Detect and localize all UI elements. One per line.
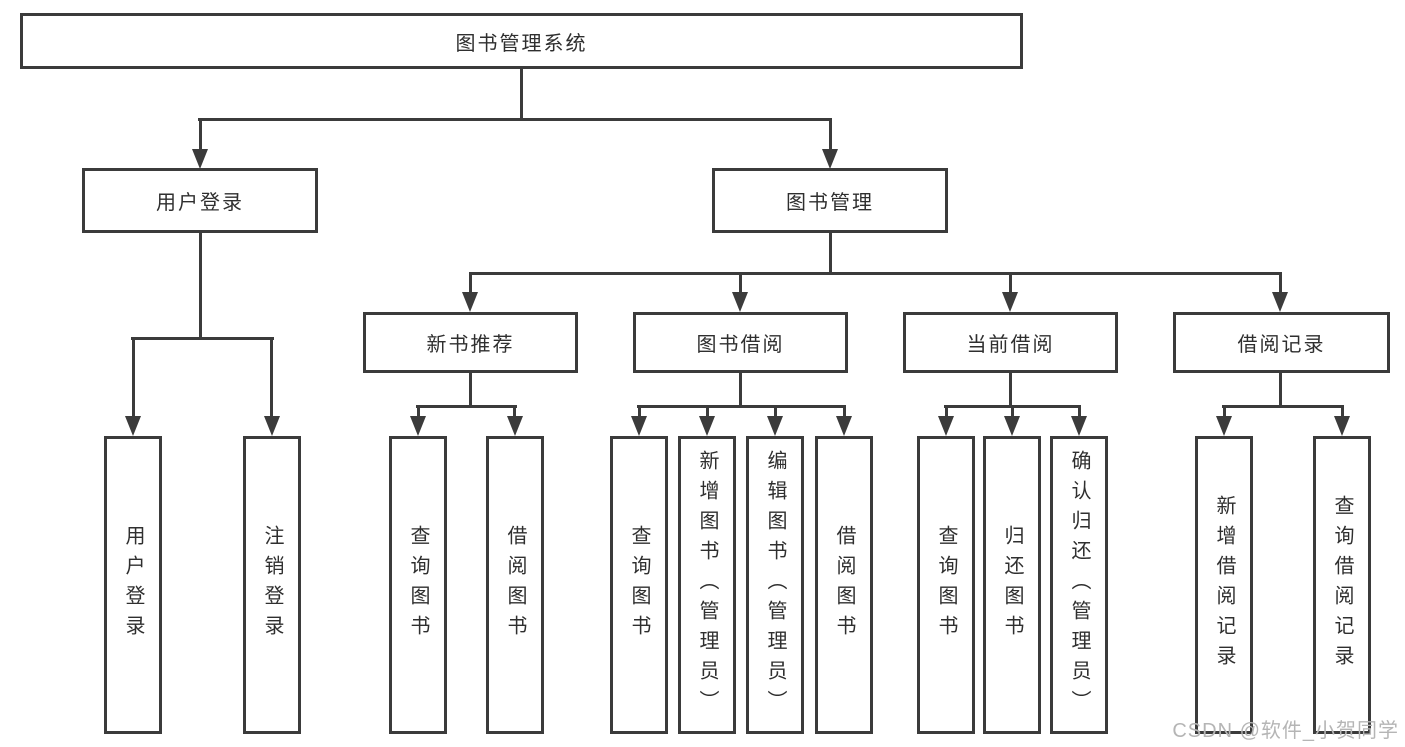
- node-root: 图书管理系统: [20, 13, 1023, 69]
- arrow-down-icon: [1004, 416, 1020, 436]
- node-borrow-records-label: 借阅记录: [1237, 334, 1326, 356]
- leaf-user-login: 用户登录: [104, 436, 162, 734]
- node-new-book-recommend-label: 新书推荐: [426, 334, 515, 356]
- connector-line: [131, 337, 274, 340]
- connector-line: [199, 118, 202, 151]
- node-borrow-records: 借阅记录: [1173, 312, 1390, 373]
- connector-line: [513, 405, 516, 418]
- node-user-login: 用户登录: [82, 168, 318, 233]
- node-book-borrowing: 图书借阅: [633, 312, 848, 373]
- leaf-records-query-record: 查询借阅记录: [1313, 436, 1371, 734]
- leaf-borrowing-edit-books-admin: 编辑图书（管理员）: [746, 436, 804, 734]
- arrow-down-icon: [1216, 416, 1232, 436]
- arrow-down-icon: [1334, 416, 1350, 436]
- arrow-down-icon: [631, 416, 647, 436]
- connector-line: [1009, 373, 1012, 408]
- connector-line: [945, 405, 948, 418]
- connector-line: [469, 272, 1282, 275]
- connector-line: [829, 118, 832, 151]
- leaf-borrowing-query-books: 查询图书: [610, 436, 668, 734]
- connector-line: [739, 272, 742, 294]
- connector-line: [416, 405, 517, 408]
- connector-line: [132, 337, 135, 418]
- arrow-down-icon: [938, 416, 954, 436]
- node-current-borrowing-label: 当前借阅: [966, 334, 1055, 356]
- connector-line: [417, 405, 420, 418]
- leaf-newbook-borrow-books: 借阅图书: [486, 436, 544, 734]
- arrow-down-icon: [767, 416, 783, 436]
- connector-line: [637, 405, 846, 408]
- leaf-borrowing-add-books-admin: 新增图书（管理员）: [678, 436, 736, 734]
- node-root-label: 图书管理系统: [455, 32, 588, 55]
- leaf-current-query-books: 查询图书: [917, 436, 975, 734]
- arrow-down-icon: [1272, 292, 1288, 312]
- arrow-down-icon: [507, 416, 523, 436]
- connector-line: [706, 405, 709, 418]
- connector-line: [469, 373, 472, 408]
- connector-line: [1223, 405, 1226, 418]
- connector-line: [1341, 405, 1344, 418]
- arrow-down-icon: [1071, 416, 1087, 436]
- leaf-logout: 注销登录: [243, 436, 301, 734]
- connector-line: [469, 272, 472, 294]
- arrow-down-icon: [836, 416, 852, 436]
- leaf-newbook-query-books: 查询图书: [389, 436, 447, 734]
- node-book-management-label: 图书管理: [786, 192, 874, 214]
- arrow-down-icon: [822, 149, 838, 169]
- arrow-down-icon: [125, 416, 141, 436]
- arrow-down-icon: [192, 149, 208, 169]
- connector-line: [739, 373, 742, 408]
- node-user-login-label: 用户登录: [156, 192, 244, 214]
- node-new-book-recommend: 新书推荐: [363, 312, 578, 373]
- node-current-borrowing: 当前借阅: [903, 312, 1118, 373]
- connector-line: [1222, 405, 1344, 408]
- connector-line: [1011, 405, 1014, 418]
- arrow-down-icon: [462, 292, 478, 312]
- leaf-current-confirm-return-admin: 确认归还（管理员）: [1050, 436, 1108, 734]
- arrow-down-icon: [1002, 292, 1018, 312]
- leaf-records-add-record: 新增借阅记录: [1195, 436, 1253, 734]
- node-book-borrowing-label: 图书借阅: [696, 334, 785, 356]
- arrow-down-icon: [699, 416, 715, 436]
- node-book-management: 图书管理: [712, 168, 948, 233]
- connector-line: [198, 118, 832, 121]
- connector-line: [520, 69, 523, 121]
- connector-line: [843, 405, 846, 418]
- connector-line: [829, 233, 832, 275]
- connector-line: [1279, 373, 1282, 408]
- connector-line: [774, 405, 777, 418]
- arrow-down-icon: [732, 292, 748, 312]
- csdn-watermark: CSDN @软件_小贺同学: [1172, 720, 1399, 742]
- arrow-down-icon: [264, 416, 280, 436]
- connector-line: [1279, 272, 1282, 294]
- arrow-down-icon: [410, 416, 426, 436]
- connector-line: [199, 233, 202, 340]
- connector-line: [1078, 405, 1081, 418]
- leaf-current-return-books: 归还图书: [983, 436, 1041, 734]
- connector-line: [1009, 272, 1012, 294]
- leaf-borrowing-borrow-books: 借阅图书: [815, 436, 873, 734]
- connector-line: [270, 337, 273, 418]
- connector-line: [638, 405, 641, 418]
